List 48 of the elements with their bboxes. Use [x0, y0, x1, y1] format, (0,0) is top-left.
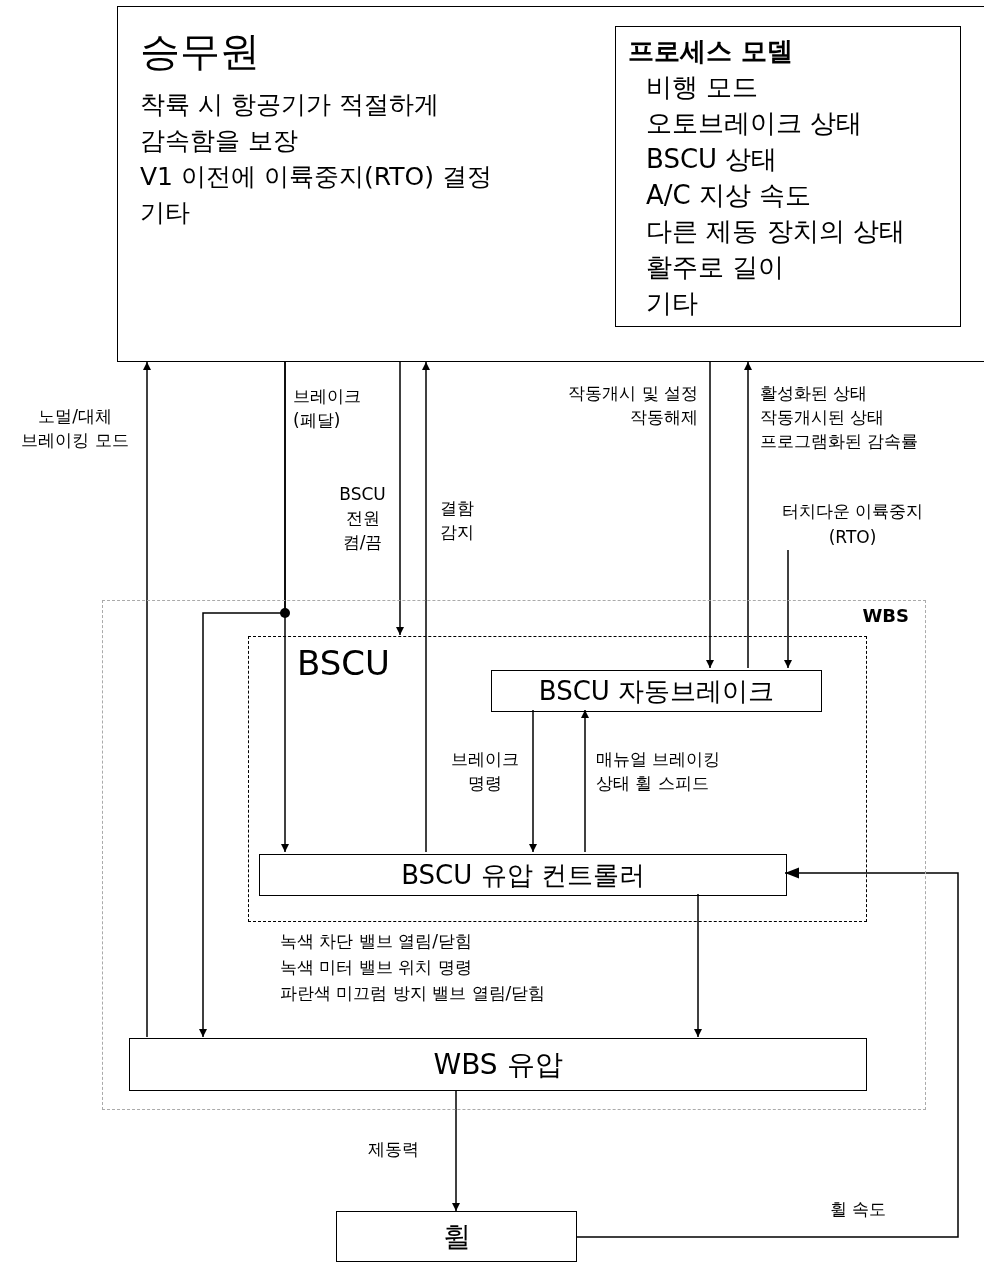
input-label: 터치다운 이륙중지(RTO)	[780, 498, 925, 550]
arrow	[581, 709, 589, 853]
box-text: 기타	[140, 197, 191, 229]
arrow	[744, 361, 752, 669]
box-title: 프로세스 모델	[628, 35, 794, 68]
crew-box	[117, 6, 984, 362]
edge-label: 제동력	[368, 1138, 420, 1161]
process-model-box	[615, 26, 961, 327]
signal-label: 파란색 미끄럼 방지 밸브 열림/닫힘	[280, 982, 546, 1005]
edge-label: 매뉴얼 브레이킹 상태 휠 스피드	[596, 748, 722, 795]
edge-label: 브레이크 (페달)	[293, 385, 362, 432]
controller-boundary	[248, 636, 867, 922]
component-box: WBS 유압	[129, 1038, 867, 1091]
component-box: BSCU 유압 컨트롤러	[259, 854, 787, 896]
list-item: A/C 지상 속도	[646, 179, 812, 212]
edge-label: 활성화된 상태 작동개시된 상태 프로그램화된 감속률	[760, 382, 920, 453]
arrow	[452, 1089, 460, 1212]
arrow	[706, 361, 714, 669]
box-text: V1 이전에 이륙중지(RTO) 결정	[140, 161, 493, 193]
arrow	[199, 361, 286, 1038]
component-box: 휠	[336, 1211, 577, 1262]
arrow	[576, 867, 959, 1238]
arrow	[143, 361, 151, 1038]
arrow	[396, 361, 404, 636]
edge-label: 휠 속도	[830, 1198, 888, 1221]
edge-label: 작동개시 및 설정 작동해제	[567, 382, 698, 429]
list-item: BSCU 상태	[646, 143, 778, 176]
edge-label: 노멀/대체 브레이킹 모드	[20, 405, 130, 452]
edge-label: 결함 감지	[440, 497, 475, 544]
arrow	[529, 709, 537, 853]
boundary-title: BSCU	[297, 643, 390, 683]
list-item: 비행 모드	[646, 71, 759, 104]
system-boundary	[102, 600, 926, 1110]
arrow	[694, 893, 702, 1038]
edge-label: BSCU 전원 켬/끔	[338, 483, 387, 554]
box-title: 승무원	[140, 27, 260, 75]
edge-label: 브레이크 명령	[450, 748, 520, 795]
list-item: 기타	[646, 287, 698, 320]
arrow	[784, 549, 792, 669]
boundary-title: WBS	[862, 605, 909, 626]
arrow	[422, 361, 430, 853]
list-item: 다른 제동 장치의 상태	[646, 215, 905, 248]
signal-label: 녹색 미터 밸브 위치 명령	[280, 956, 472, 979]
signal-label: 녹색 차단 밸브 열림/닫힘	[280, 930, 472, 953]
list-item: 활주로 길이	[646, 251, 785, 284]
box-text: 착륙 시 항공기가 적절하게 감속함을 보장	[140, 89, 440, 157]
list-item: 오토브레이크 상태	[646, 107, 863, 140]
component-box: BSCU 자동브레이크	[491, 670, 822, 712]
